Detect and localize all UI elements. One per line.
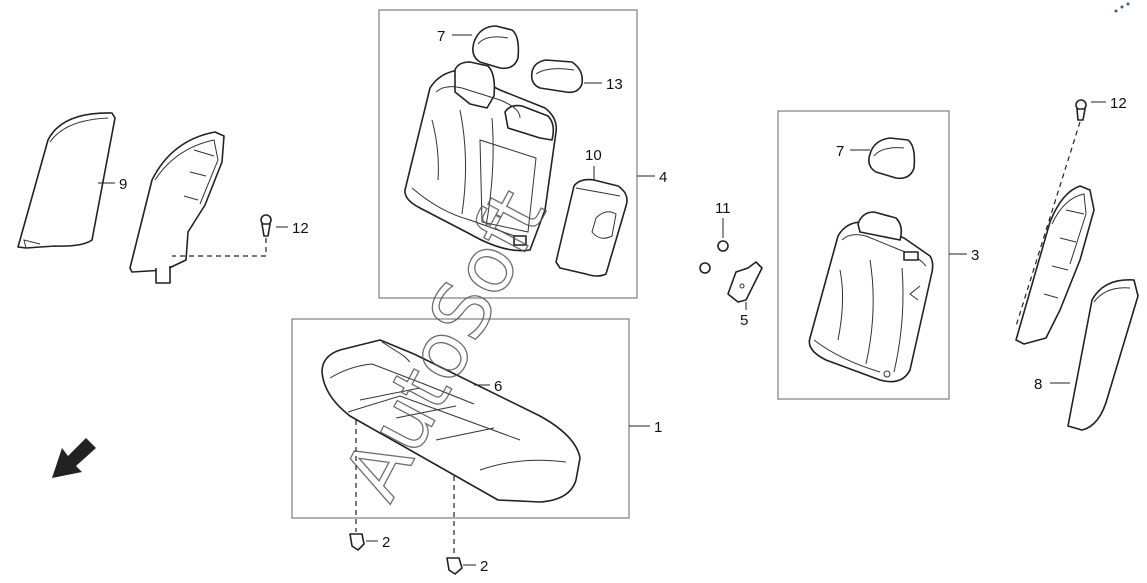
part-10-armrest[interactable] (555, 178, 628, 277)
part-11-bolt[interactable] (699, 240, 729, 274)
seatback-assembly-box-right (777, 110, 950, 400)
callout-11: 11 (715, 200, 731, 217)
callout-10: 10 (585, 147, 602, 164)
side-trim-right[interactable] (1015, 185, 1095, 345)
seatback-assembly-box-left (378, 9, 638, 299)
seatback-left[interactable] (404, 61, 558, 252)
callout-2a: 2 (382, 534, 390, 551)
callout-4: 4 (659, 169, 667, 186)
part-7-headrest-right[interactable] (868, 137, 916, 180)
callout-2b: 2 (480, 558, 488, 575)
callout-7a: 7 (437, 28, 445, 45)
arrow-down-left-icon (52, 438, 96, 478)
part-12-clip-right[interactable] (1075, 99, 1087, 121)
callout-13: 13 (606, 76, 623, 93)
callout-5: 5 (740, 312, 748, 329)
part-9-side-bolster-left[interactable] (17, 112, 116, 249)
seat-cushion-assembly-box (291, 318, 630, 519)
part-2-clip-b[interactable] (446, 557, 463, 575)
part-2-clip-a[interactable] (349, 533, 365, 551)
part-6-seat-cushion[interactable] (321, 339, 581, 503)
callout-12b: 12 (1110, 95, 1127, 112)
callout-7b: 7 (836, 143, 844, 160)
callout-3: 3 (971, 247, 979, 264)
corner-mark-icon (1114, 2, 1130, 13)
seatback-right-headrest-stays (857, 211, 903, 241)
seatback-right[interactable] (808, 221, 934, 383)
callout-8: 8 (1034, 376, 1042, 393)
part-8-side-bolster-right[interactable] (1067, 279, 1139, 431)
callout-6: 6 (494, 378, 502, 395)
callout-12a: 12 (292, 220, 309, 237)
part-7-headrest-left[interactable] (472, 25, 520, 70)
part-13-center-headrest[interactable] (530, 59, 584, 94)
callout-9: 9 (119, 176, 127, 193)
callout-1: 1 (654, 419, 662, 436)
clip-12-left-leader (172, 238, 267, 257)
part-12-clip-left[interactable] (260, 214, 272, 237)
side-trim-left[interactable] (129, 131, 225, 284)
part-5-bracket[interactable] (727, 261, 763, 303)
